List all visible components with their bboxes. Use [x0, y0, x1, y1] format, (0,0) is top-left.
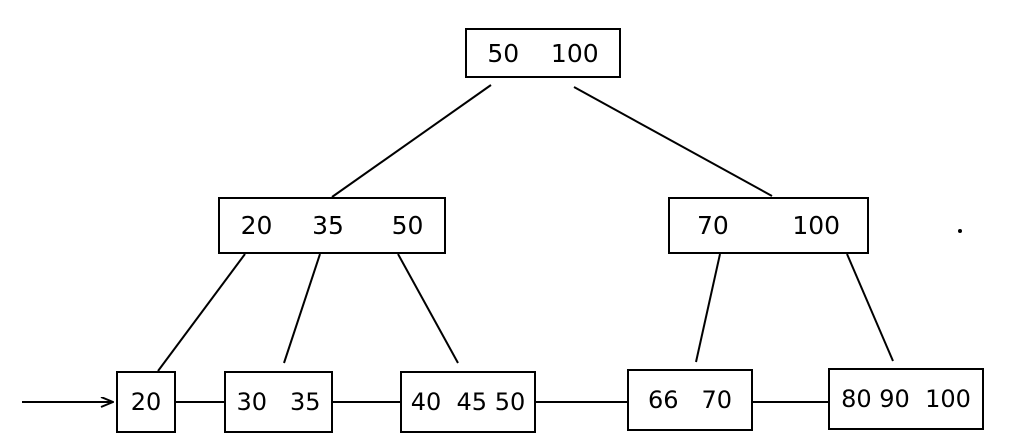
internal-node-left[interactable]: 20 35 50: [218, 197, 446, 254]
internal-left-to-leaf-2: [283, 253, 321, 364]
leaf-node-2[interactable]: 30 35: [224, 371, 333, 433]
leaf-node-4-keys: 66 70: [648, 386, 732, 414]
internal-node-right[interactable]: 70 100: [668, 197, 869, 254]
internal-right-to-leaf-5: [846, 253, 894, 362]
root-node[interactable]: 50 100: [465, 28, 621, 78]
leaf-node-1-keys: 20: [130, 388, 162, 416]
internal-node-right-keys: 70 100: [696, 211, 841, 240]
internal-left-to-leaf-3: [397, 253, 459, 364]
internal-node-left-keys: 20 35 50: [240, 211, 424, 240]
leaf-node-1[interactable]: 20: [116, 371, 176, 433]
tree-edges: [157, 84, 894, 372]
internal-left-to-leaf-1: [157, 253, 246, 372]
leaf-node-5-keys: 80 90 100: [841, 385, 971, 413]
root-to-internal-left: [331, 84, 492, 198]
leaf-node-5[interactable]: 80 90 100: [828, 368, 984, 430]
leaf-node-3-keys: 40 45 50: [410, 388, 526, 416]
stray-dot-artifact: [958, 229, 962, 233]
leaf-node-2-keys: 30 35: [236, 388, 321, 416]
internal-right-to-leaf-4: [695, 253, 721, 363]
root-node-keys: 50 100: [487, 38, 599, 68]
root-to-internal-right: [573, 86, 773, 197]
leaf-node-3[interactable]: 40 45 50: [400, 371, 536, 433]
stray-dot-artifact: [958, 229, 962, 233]
leaf-node-4[interactable]: 66 70: [627, 369, 753, 431]
